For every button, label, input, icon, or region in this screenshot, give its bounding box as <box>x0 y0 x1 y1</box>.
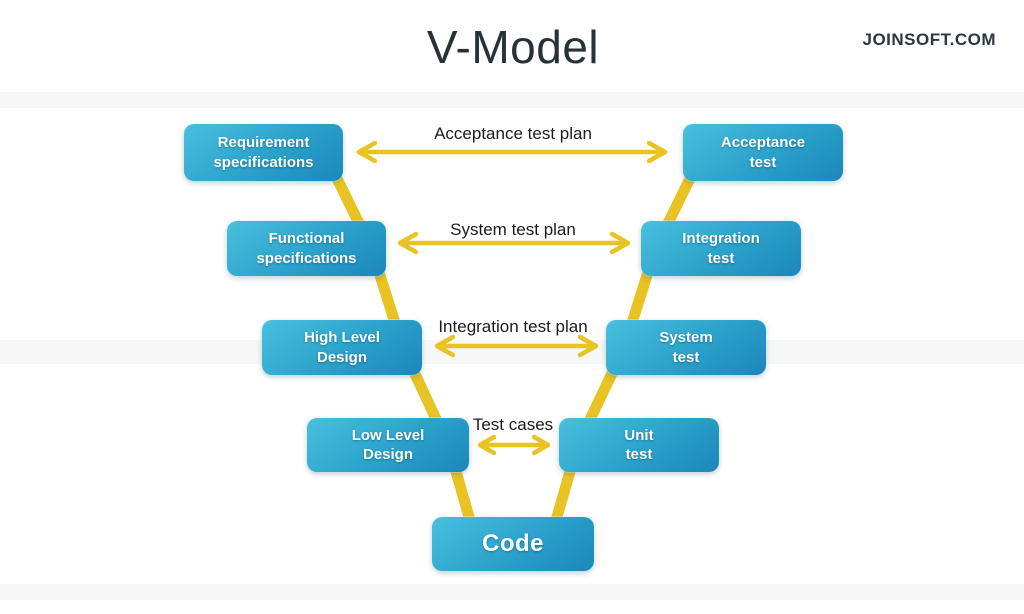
node-acceptance-test: Acceptance test <box>683 124 843 181</box>
node-functional-specifications: Functional specifications <box>227 221 386 276</box>
page-title: V-Model <box>426 21 600 73</box>
node-low-level-design: Low Level Design <box>307 418 469 472</box>
node-label: Integration test <box>682 230 760 267</box>
background-band <box>0 92 1024 108</box>
node-label: Low Level Design <box>351 426 425 464</box>
node-system-test: System test <box>606 320 766 375</box>
node-high-level-design: High Level Design <box>262 320 422 375</box>
node-label: Acceptance test <box>720 134 806 171</box>
double-arrow-test-cases-icon <box>477 434 551 456</box>
node-label: System test <box>659 329 713 366</box>
node-label: Code <box>482 530 544 558</box>
double-arrow-acceptance-test-plan-icon <box>356 140 668 164</box>
double-arrow-system-test-plan-icon <box>397 231 631 255</box>
connector-label-test-cases: Test cases <box>472 415 554 434</box>
node-label: Unit test <box>624 426 654 464</box>
node-label: High Level Design <box>304 329 380 366</box>
background-band <box>0 584 1024 600</box>
connector-label-integration-test-plan: Integration test plan <box>438 317 588 336</box>
node-label: Functional specifications <box>256 230 357 267</box>
node-requirement-specifications: Requirement specifications <box>184 124 343 181</box>
node-unit-test: Unit test <box>559 418 719 472</box>
brand-watermark: JOINSOFT.COM <box>862 30 996 49</box>
double-arrow-integration-test-plan-icon <box>434 334 599 358</box>
node-integration-test: Integration test <box>641 221 801 276</box>
connector-label-system-test-plan: System test plan <box>450 220 576 239</box>
node-code: Code <box>432 517 594 571</box>
connector-label-acceptance-test-plan: Acceptance test plan <box>434 124 592 143</box>
node-label: Requirement specifications <box>213 134 314 171</box>
